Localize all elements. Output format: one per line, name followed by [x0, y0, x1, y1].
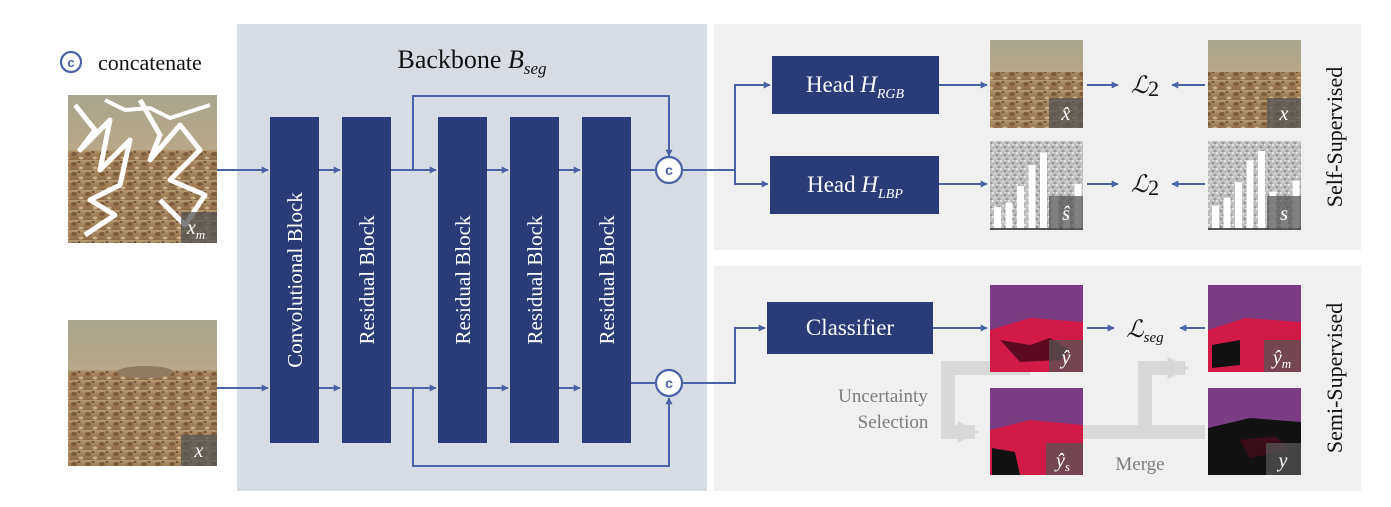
head-lbp — [770, 156, 939, 214]
loss-l2-lbp: ℒ2 — [1131, 172, 1159, 200]
block-convolutional — [270, 117, 319, 443]
block-residual-3 — [510, 117, 559, 443]
histogram-bar — [1005, 202, 1013, 229]
block-label-convolutional: Convolutional Block — [283, 192, 307, 368]
uncertainty-label-2: Selection — [858, 412, 929, 433]
block-label-residual-2: Residual Block — [451, 215, 475, 344]
histogram-bar — [1235, 182, 1242, 229]
concatenate-legend: c concatenate — [59, 50, 202, 75]
seg-selected-image: ŷs — [990, 388, 1083, 475]
backbone-title: Backbone Bseg — [397, 45, 546, 78]
concat-symbol: c — [67, 55, 74, 70]
histogram-bar — [994, 207, 1001, 229]
svg-text:c: c — [665, 375, 673, 391]
svg-text:s: s — [1280, 203, 1288, 225]
head-rgb — [772, 56, 939, 114]
backbone-blocks: Convolutional Block Residual Block Resid… — [270, 117, 631, 443]
histogram-bar — [1212, 205, 1219, 229]
block-label-residual-4: Residual Block — [595, 215, 619, 344]
seg-ground-truth-image: y — [1208, 388, 1301, 475]
histogram-bar — [1258, 151, 1265, 229]
merge-label: Merge — [1115, 454, 1164, 475]
lbp-target-image: s — [1208, 141, 1301, 230]
histogram-bar — [1017, 186, 1024, 229]
block-residual-4 — [582, 117, 631, 443]
legend-label: concatenate — [98, 50, 202, 75]
head-lbp-label: Head HLBP — [807, 172, 903, 202]
svg-text:ŷs: ŷs — [1054, 450, 1070, 474]
block-label-residual-1: Residual Block — [355, 215, 379, 344]
svg-text:ŝ: ŝ — [1062, 203, 1070, 225]
svg-text:c: c — [665, 162, 673, 178]
rgb-output-image: x̂ — [990, 40, 1083, 128]
concat-node-bottom: c — [654, 368, 684, 398]
svg-text:y: y — [1277, 450, 1288, 472]
histogram-bar — [1223, 197, 1231, 229]
seg-pred-image: ŷ — [990, 285, 1083, 372]
histogram-bar — [1040, 152, 1047, 229]
histogram-bar — [1028, 165, 1036, 229]
uncertainty-flow — [941, 357, 1205, 443]
concat-node-top: c — [654, 155, 684, 185]
uncertainty-label-1: Uncertainty — [838, 386, 928, 407]
original-input-label: x — [194, 440, 204, 462]
svg-text:x: x — [1279, 103, 1289, 125]
svg-text:x̂: x̂ — [1061, 103, 1071, 125]
histogram-bar — [1246, 160, 1254, 229]
block-residual-2 — [438, 117, 487, 443]
block-residual-1 — [342, 117, 391, 443]
semi-supervised-label: Semi-Supervised — [1322, 303, 1347, 453]
block-label-residual-3: Residual Block — [523, 215, 547, 344]
masked-input-label: xm — [186, 217, 205, 242]
loss-l2-rgb: ℒ2 — [1131, 73, 1159, 101]
original-input-image: x — [68, 320, 217, 466]
backbone-arrows — [217, 81, 771, 467]
seg-pseudo-label-image: ŷm — [1208, 285, 1301, 372]
classifier-label: Classifier — [806, 315, 894, 340]
masked-input-image: xm — [68, 95, 217, 243]
classifier-box — [767, 302, 933, 354]
concat-icon — [59, 50, 83, 74]
head-rgb-label: Head HRGB — [806, 72, 905, 102]
rgb-target-image: x — [1208, 40, 1301, 128]
lbp-output-image: ŝ — [990, 141, 1083, 230]
loss-seg: ℒseg — [1126, 317, 1164, 346]
svg-text:ŷm: ŷm — [1271, 347, 1291, 371]
svg-text:ŷ: ŷ — [1060, 347, 1071, 369]
self-supervised-label: Self-Supervised — [1322, 67, 1347, 208]
